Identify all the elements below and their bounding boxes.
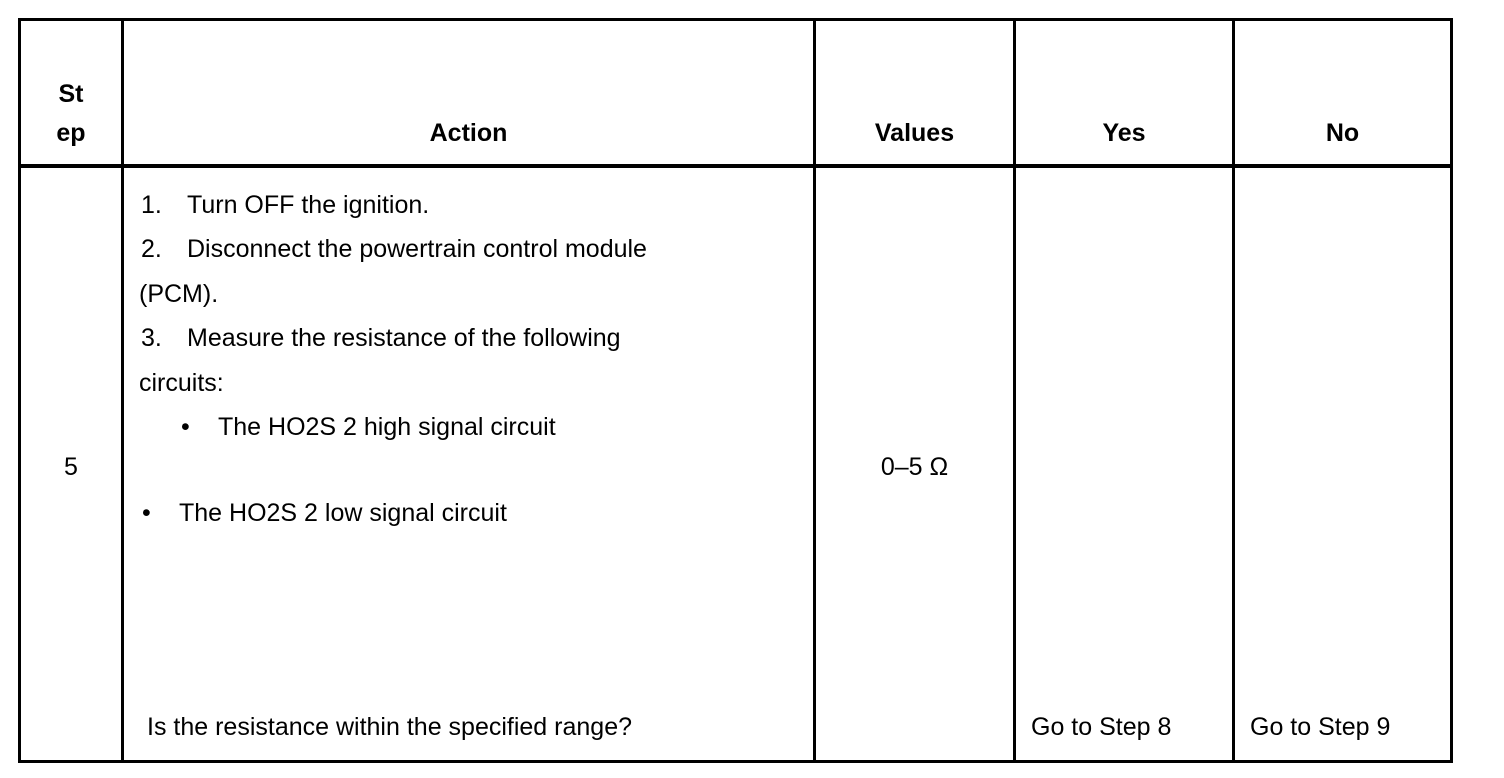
column-divider-step-action (121, 21, 124, 760)
action-step-3-continuation: circuits: (139, 369, 224, 397)
action-step-3-text: Measure the resistance of the following (187, 324, 621, 352)
no-result: Go to Step 9 (1250, 713, 1391, 741)
header-values: Values (874, 119, 955, 147)
step-number: 5 (64, 453, 78, 481)
action-step-3-num: 3. (141, 324, 162, 352)
action-question: Is the resistance within the specified r… (147, 713, 632, 741)
header-step-line1: St (58, 80, 84, 108)
header-no: No (1325, 119, 1360, 147)
bullet-1-text: The HO2S 2 high signal circuit (218, 413, 556, 441)
column-divider-yes-no (1232, 21, 1235, 760)
bullet-2-symbol: • (142, 499, 151, 527)
header-divider (21, 164, 1450, 168)
action-step-1-text: Turn OFF the ignition. (187, 191, 430, 219)
action-step-2-text: Disconnect the powertrain control module (187, 235, 647, 263)
header-action: Action (429, 119, 508, 147)
action-step-2-num: 2. (141, 235, 162, 263)
resistance-value: 0–5 Ω (880, 453, 949, 481)
bullet-1-symbol: • (181, 413, 190, 441)
header-step-line2: ep (56, 119, 86, 147)
yes-result: Go to Step 8 (1031, 713, 1172, 741)
action-step-1-num: 1. (141, 191, 162, 219)
diagnostic-table: St ep Action Values Yes No 5 1. Turn OFF… (18, 18, 1453, 763)
action-step-2-continuation: (PCM). (139, 280, 219, 308)
column-divider-action-values (813, 21, 816, 760)
header-yes: Yes (1102, 119, 1146, 147)
bullet-2-text: The HO2S 2 low signal circuit (179, 499, 507, 527)
column-divider-values-yes (1013, 21, 1016, 760)
